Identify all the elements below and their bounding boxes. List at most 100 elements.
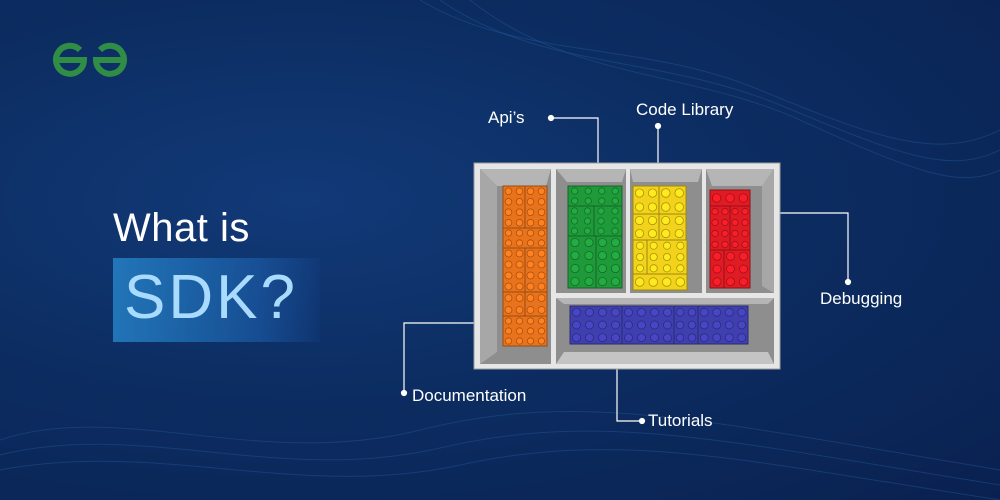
brick-stud — [597, 237, 608, 248]
brick-stud — [526, 208, 535, 217]
brick-stud — [611, 207, 619, 215]
title-line-2: SDK? — [124, 263, 298, 332]
brick-stud — [711, 218, 719, 227]
brick-stud — [721, 240, 729, 249]
brick-stud — [526, 239, 535, 247]
brick-stud — [739, 251, 748, 261]
label-documentation: Documentation — [412, 386, 527, 405]
red-bricks — [709, 189, 751, 289]
brick-stud — [637, 333, 646, 343]
brick-stud — [675, 308, 685, 317]
label-apis: Api’s — [488, 108, 525, 127]
brick-stud — [537, 317, 546, 325]
brick-stud — [515, 282, 524, 291]
brick-stud — [526, 282, 535, 291]
brick-stud — [611, 187, 619, 195]
brick-stud — [504, 218, 513, 227]
brick-stud — [572, 307, 581, 317]
gfg-logo-icon — [53, 42, 127, 77]
brick-stud — [597, 250, 608, 261]
brick-stud — [712, 320, 722, 330]
brick-stud — [570, 227, 579, 235]
brick-stud — [515, 239, 524, 247]
brick-stud — [598, 333, 607, 343]
documentation-connector — [400, 322, 474, 397]
brick-stud — [526, 317, 535, 325]
brick-stud — [515, 187, 524, 196]
brick-stud — [712, 307, 722, 317]
brick-stud — [724, 307, 734, 317]
brick-stud — [724, 333, 734, 343]
brick-stud — [699, 333, 709, 343]
brick-stud — [661, 188, 671, 198]
brick-stud — [610, 263, 621, 274]
brick-stud — [504, 317, 513, 325]
brick-stud — [526, 294, 535, 302]
brick-stud — [504, 197, 513, 206]
brick-stud — [537, 271, 546, 280]
brick-stud — [526, 249, 535, 258]
brick-stud — [584, 250, 594, 261]
brick-stud — [584, 187, 592, 195]
brick-stud — [610, 250, 621, 261]
label-tutorials: Tutorials — [648, 411, 713, 430]
brick-stud — [711, 240, 719, 249]
label-debugging: Debugging — [820, 289, 903, 308]
brick-stud — [721, 207, 729, 216]
brick-stud — [537, 218, 546, 227]
brick-stud — [663, 320, 672, 330]
green-bricks — [567, 185, 623, 289]
brick-stud — [724, 320, 734, 330]
brick-stud — [674, 228, 684, 239]
brick-stud — [662, 241, 672, 250]
brick-stud — [635, 241, 645, 250]
brick-stud — [515, 197, 524, 206]
brick-stud — [731, 240, 739, 249]
brick-stud — [572, 333, 581, 343]
brick-stud — [585, 320, 594, 330]
brick-stud — [649, 252, 658, 262]
brick-stud — [537, 208, 546, 217]
brick-stud — [537, 229, 546, 237]
brick-stud — [741, 229, 749, 238]
brick-stud — [504, 239, 513, 247]
brick-stud — [635, 277, 645, 287]
brick-stud — [738, 193, 748, 203]
tutorials-connector — [616, 369, 646, 425]
brick-stud — [676, 264, 685, 273]
brick-stud — [504, 229, 513, 237]
yellow-bricks — [632, 185, 688, 291]
label-code-library: Code Library — [636, 100, 734, 119]
brick-stud — [537, 260, 546, 269]
brick-stud — [647, 188, 658, 198]
brick-stud — [725, 193, 735, 203]
brick-stud — [739, 277, 748, 287]
brick-stud — [663, 333, 672, 343]
brick-stud — [699, 320, 709, 330]
brick-stud — [687, 333, 697, 342]
brick-stud — [650, 320, 659, 330]
brick-stud — [585, 333, 594, 343]
brick-stud — [726, 264, 735, 274]
brick-stud — [674, 202, 684, 212]
brick-stud — [675, 277, 685, 287]
brick-stud — [597, 276, 608, 287]
brick-stud — [610, 276, 621, 287]
brick-stud — [537, 294, 546, 302]
brick-stud — [598, 187, 606, 195]
brick-stud — [515, 327, 524, 335]
title-highlight-box — [113, 258, 320, 342]
brick-stud — [661, 228, 671, 239]
brick-stud — [687, 320, 697, 330]
brick-stud — [537, 306, 546, 314]
brick-stud — [611, 217, 619, 225]
brick-stud — [515, 260, 524, 269]
brick-stud — [526, 187, 535, 196]
brick-stud — [739, 264, 748, 274]
brick-stud — [584, 197, 592, 205]
debugging-connector — [780, 212, 852, 286]
brick-stud — [504, 208, 513, 217]
brick-stud — [650, 333, 659, 343]
